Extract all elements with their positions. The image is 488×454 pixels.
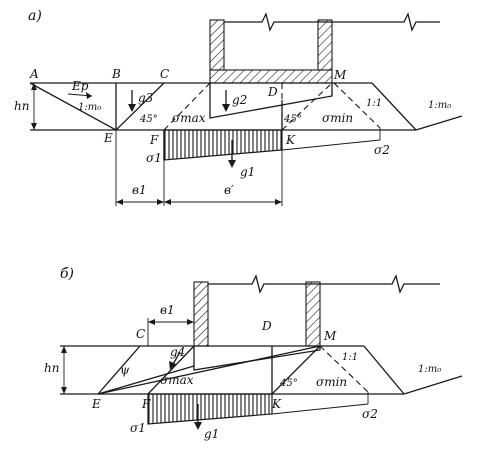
angle-psi-label-b: ψ [120,363,130,377]
point-e-a: E [103,131,113,145]
stress-2-label-b: σ2 [362,407,378,421]
structure-upper-a [209,12,440,84]
slip-planes-b [271,345,369,394]
point-e-b: E [91,397,101,411]
point-m-a: M [333,68,347,82]
height-dim-b [61,346,67,394]
stress-min-label-a: σmin [322,111,353,125]
point-b-a: B [111,67,121,81]
stress-diagram-a [163,128,381,168]
slope-far-label-b: 1:m₀ [418,364,441,375]
angle-right-label-b: 45° [279,378,298,389]
dim-b1-label-a: в1 [132,183,147,197]
point-k-b: K [271,397,282,411]
angle-right-label-a: 45° [283,114,302,125]
stress-1-label-b: σ1 [130,421,146,435]
point-d-b: D [261,319,272,333]
point-a-a: A [29,67,39,81]
load-g1-label-a: g1 [240,165,255,179]
slope-right-label-a: 1:1 [366,98,382,109]
panel-b-label: б) [60,266,74,282]
slope-left-label-a: 1:m₀ [78,102,101,113]
point-f-b: F [141,397,151,411]
slope-far-label-a: 1:m₀ [428,100,451,111]
load-g2-label-a: g2 [232,93,247,107]
diagram-a: а) [14,8,463,206]
point-c-b: C [136,327,145,341]
panel-a-label: а) [28,8,42,24]
angle-left-label-a: 45° [139,114,158,125]
slope-right-label-b: 1:1 [342,352,358,363]
height-label-b: hп [44,361,59,375]
dim-b1-label-b: в1 [160,303,175,317]
stress-max-label-b: σmax [160,373,194,387]
earth-pressure-label-a: Ep [71,79,89,93]
stress-min-label-b: σmin [316,375,347,389]
load-g1-label-b: g1 [204,427,219,441]
dim-bprime-label-a: в′ [224,183,234,197]
point-f-a: F [149,133,159,147]
point-k-a: K [285,133,296,147]
point-m-b: M [323,329,337,343]
diagram-b: б) [44,266,463,441]
height-dim-a [31,83,37,130]
point-d-a: D [267,85,278,99]
stress-diagram-b [147,392,369,430]
embankment-a [29,82,463,131]
foundation-pressure-a [209,83,333,130]
height-label-a: hп [14,99,29,113]
load-g3-label-a: g3 [138,91,154,105]
load-g4-label-b: g4 [170,345,185,359]
stress-1-label-a: σ1 [146,151,162,165]
width-dims-a [115,130,283,206]
structure-upper-b [193,274,440,347]
point-c-a: C [160,67,169,81]
width-dim-b [147,318,194,346]
stress-2-label-a: σ2 [374,143,390,157]
stress-max-label-a: σmax [172,111,206,125]
